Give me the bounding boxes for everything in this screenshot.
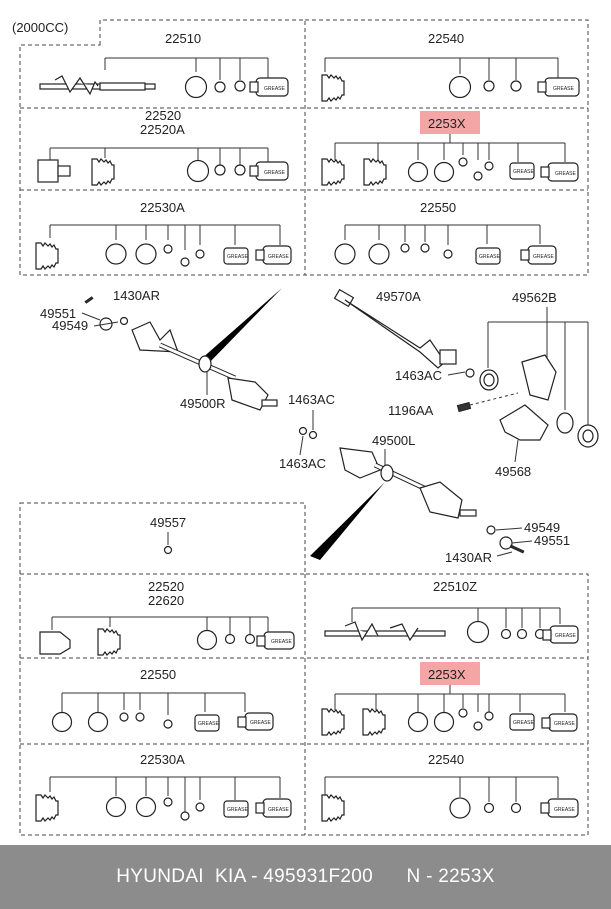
kit-22540-bottom: 22540 GREASE xyxy=(321,752,579,822)
grease-label: GREASE xyxy=(555,633,577,639)
grease-label: GREASE xyxy=(513,720,535,726)
kit-number: 49557 xyxy=(150,515,186,530)
kit-number: 2253X xyxy=(428,667,466,682)
callout-1196aa: 1196AA xyxy=(388,403,434,418)
callout-49500l: 49500L xyxy=(372,433,415,448)
callout-49562b: 49562B xyxy=(512,290,557,305)
kit-22510z: 22510Z GREASE xyxy=(324,579,579,644)
shaft-49570a: 49570A xyxy=(333,288,457,369)
callout-49500r: 49500R xyxy=(180,396,226,411)
kit-2253x-bottom: 2253X GREASE GREASE xyxy=(321,662,578,736)
callout-49551-top: 49551 xyxy=(40,306,76,321)
highlight-box xyxy=(420,662,480,685)
kit-22550-bottom: 22550 GREASE GREASE xyxy=(51,667,274,733)
kit-number: 22520 xyxy=(148,579,184,594)
part-number-banner: HYUNDAI KIA - 495931F200 N - 2253X xyxy=(0,845,611,909)
exploded-view: 1430AR 49551 49549 49500R 1463AC 1463AC … xyxy=(40,288,599,565)
callout-1463ac-b: 1463AC xyxy=(279,456,326,471)
callout-49551-bot: 49551 xyxy=(534,533,570,548)
kit-22530a-top: 22530A GREASE GREASE xyxy=(35,200,292,270)
kit-2253x-top: 2253X GREASE GREASE xyxy=(321,111,579,186)
grease-label: GREASE xyxy=(553,86,575,92)
kit-22520-22620: 22520 22620 GREASE xyxy=(39,579,295,656)
kit-number: 22550 xyxy=(140,667,176,682)
grease-label: GREASE xyxy=(479,254,501,260)
kit-number: 22510Z xyxy=(433,579,477,594)
kit-number: 22520 xyxy=(145,108,181,123)
part-number-text: HYUNDAI KIA - 495931F200 N - 2253X xyxy=(116,866,495,887)
kit-number: 22530A xyxy=(140,200,185,215)
grease-label: GREASE xyxy=(268,807,290,813)
bracket-49562b: 49562B xyxy=(487,290,599,448)
kit-22510: 22510 GREASE xyxy=(39,31,289,99)
callout-49549-top: 49549 xyxy=(52,318,88,333)
kit-number: 22550 xyxy=(420,200,456,215)
grease-label: GREASE xyxy=(198,721,220,727)
kit-22550-top: 22550 GREASE GREASE xyxy=(334,200,557,265)
kit-22530a-bottom: 22530A GREASE GREASE xyxy=(35,752,292,822)
top-kit-block: (2000CC) 22510 GREASE 22540 GREASE xyxy=(12,19,589,276)
callout-1463ac-c: 1463AC xyxy=(395,368,442,383)
kit-number-alt: 22520A xyxy=(140,122,185,137)
pointer-wedge xyxy=(200,288,282,364)
grease-label: GREASE xyxy=(227,807,249,813)
grease-label: GREASE xyxy=(554,807,576,813)
kit-number-alt: 22620 xyxy=(148,593,184,608)
callout-1463ac-a: 1463AC xyxy=(288,392,335,407)
engine-note: (2000CC) xyxy=(12,20,68,35)
grease-label: GREASE xyxy=(264,86,286,92)
grease-label: GREASE xyxy=(264,170,286,176)
grease-label: GREASE xyxy=(268,254,290,260)
callout-49568: 49568 xyxy=(495,464,531,479)
pointer-wedge xyxy=(310,482,385,560)
callout-49549-bot: 49549 xyxy=(524,520,560,535)
grease-label: GREASE xyxy=(271,639,293,645)
kit-22520: 22520 22520A GREASE xyxy=(37,108,289,186)
shaft-49500r xyxy=(131,321,278,411)
parts-diagram: (2000CC) 22510 GREASE 22540 GREASE xyxy=(12,19,599,836)
shaft-49500l: 49500L xyxy=(339,433,477,519)
grease-label: GREASE xyxy=(555,171,577,177)
highlight-box xyxy=(420,111,480,134)
grease-label: GREASE xyxy=(227,254,249,260)
kit-number: 22540 xyxy=(428,31,464,46)
kit-number: 22530A xyxy=(140,752,185,767)
kit-number: 22510 xyxy=(165,31,201,46)
grease-label: GREASE xyxy=(533,254,555,260)
callout-1430ar-bot: 1430AR xyxy=(445,550,492,565)
grease-label: GREASE xyxy=(554,721,576,727)
kit-number: 22540 xyxy=(428,752,464,767)
grease-label: GREASE xyxy=(513,169,535,175)
part-49557: 49557 xyxy=(150,515,186,555)
callout-1430ar-top: 1430AR xyxy=(113,288,160,303)
bottom-kit-block: 49557 22520 22620 GREASE 22510Z xyxy=(19,502,589,836)
grease-label: GREASE xyxy=(250,720,272,726)
callout-49570a: 49570A xyxy=(376,289,421,304)
kit-22540: 22540 GREASE xyxy=(321,31,580,102)
kit-number: 2253X xyxy=(428,116,466,131)
